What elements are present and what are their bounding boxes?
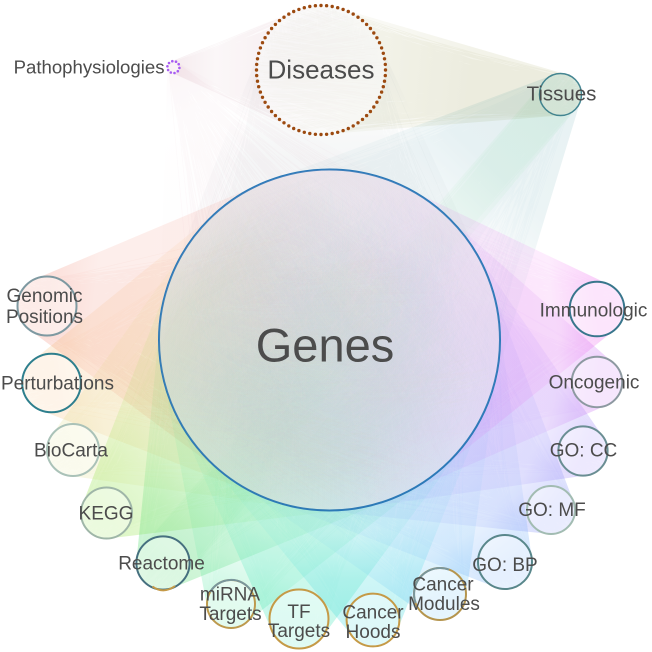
svg-text:Genes: Genes [256, 318, 394, 371]
svg-text:Diseases: Diseases [268, 55, 375, 85]
svg-text:Reactome: Reactome [118, 554, 205, 575]
svg-text:Perturbations: Perturbations [1, 374, 114, 395]
svg-text:Positions: Positions [6, 307, 83, 328]
svg-text:Targets: Targets [199, 604, 261, 625]
svg-text:Genomic: Genomic [6, 286, 82, 307]
svg-text:miRNA: miRNA [200, 585, 260, 606]
svg-text:Modules: Modules [408, 594, 480, 615]
svg-text:Cancer: Cancer [342, 603, 404, 624]
svg-text:Cancer: Cancer [412, 575, 474, 596]
svg-text:Oncogenic: Oncogenic [549, 373, 640, 394]
svg-text:Targets: Targets [268, 621, 330, 642]
svg-text:Pathophysiologies: Pathophysiologies [14, 57, 165, 78]
svg-text:Hoods: Hoods [346, 622, 401, 643]
svg-text:GO: CC: GO: CC [550, 441, 618, 462]
svg-text:TF: TF [287, 602, 310, 623]
svg-text:Tissues: Tissues [527, 83, 597, 106]
svg-text:BioCarta: BioCarta [34, 441, 108, 462]
svg-text:GO: MF: GO: MF [518, 500, 586, 521]
svg-text:Immunologic: Immunologic [540, 301, 648, 322]
svg-text:GO: BP: GO: BP [472, 555, 537, 576]
svg-text:KEGG: KEGG [79, 504, 134, 525]
